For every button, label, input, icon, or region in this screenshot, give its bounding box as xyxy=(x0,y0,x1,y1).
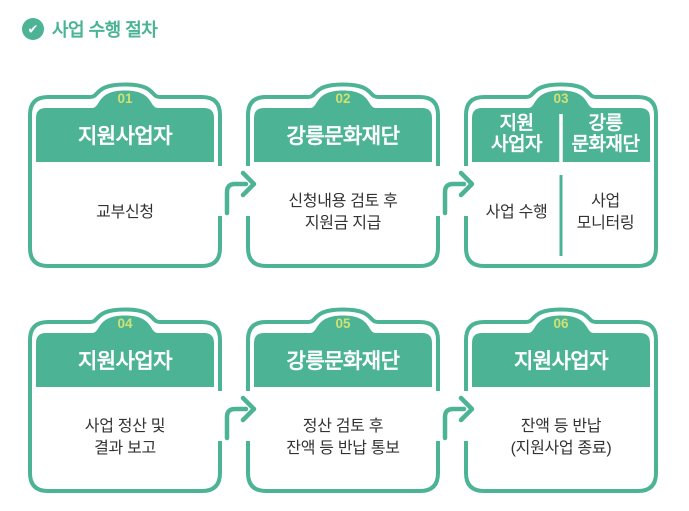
step-description: 사업 정산 및 결과 보고 xyxy=(84,418,166,457)
step-description: 교부신청 xyxy=(96,204,154,222)
step-description: 잔액 등 반납 (지원사업 종료) xyxy=(510,418,612,457)
step-number: 05 xyxy=(335,316,351,331)
step-description-right: 사업 모니터링 xyxy=(576,193,635,232)
step-description-left: 사업 수행 xyxy=(485,204,548,222)
flow-arrow-icon xyxy=(212,166,264,216)
flow-arrow-icon xyxy=(212,391,264,441)
step-number: 03 xyxy=(553,91,569,106)
flow-arrow-icon xyxy=(430,166,482,216)
step-number: 06 xyxy=(553,316,569,331)
step-actor: 지원사업자 xyxy=(77,350,173,373)
step-actors: 지원 사업자 강릉 문화재단 xyxy=(472,108,650,162)
page-header: ✔ 사업 수행 절차 xyxy=(22,16,158,42)
step-actor: 지원사업자 xyxy=(77,125,173,148)
step-actor-right: 강릉 문화재단 xyxy=(571,113,640,155)
step-card-05: 05 강릉문화재단 정산 검토 후 잔액 등 반납 통보 xyxy=(246,307,440,493)
step-actor-left: 지원 사업자 xyxy=(491,113,542,155)
check-circle-icon: ✔ xyxy=(22,18,44,40)
step-card-03: 03 지원 사업자 강릉 문화재단 사업 수행 사업 모니터링 xyxy=(464,82,658,268)
card-shape xyxy=(464,307,658,493)
page-title: 사업 수행 절차 xyxy=(52,20,158,40)
step-descriptions: 사업 수행 사업 모니터링 xyxy=(472,164,650,262)
step-actor: 지원사업자 xyxy=(513,350,609,373)
step-actor: 강릉문화재단 xyxy=(286,125,400,148)
step-description: 정산 검토 후 잔액 등 반납 통보 xyxy=(286,418,400,457)
step-number: 04 xyxy=(117,316,133,331)
card-shape xyxy=(464,82,658,268)
step-card-01: 01 지원사업자 교부신청 xyxy=(28,82,222,268)
flow-arrow-icon xyxy=(430,391,482,441)
step-description: 신청내용 검토 후 지원금 지급 xyxy=(288,193,398,232)
step-actor: 강릉문화재단 xyxy=(286,350,400,373)
step-number: 02 xyxy=(335,91,351,106)
step-card-04: 04 지원사업자 사업 정산 및 결과 보고 xyxy=(28,307,222,493)
step-number: 01 xyxy=(117,91,133,106)
step-card-02: 02 강릉문화재단 신청내용 검토 후 지원금 지급 xyxy=(246,82,440,268)
step-card-06: 06 지원사업자 잔액 등 반납 (지원사업 종료) xyxy=(464,307,658,493)
check-glyph: ✔ xyxy=(27,21,39,36)
